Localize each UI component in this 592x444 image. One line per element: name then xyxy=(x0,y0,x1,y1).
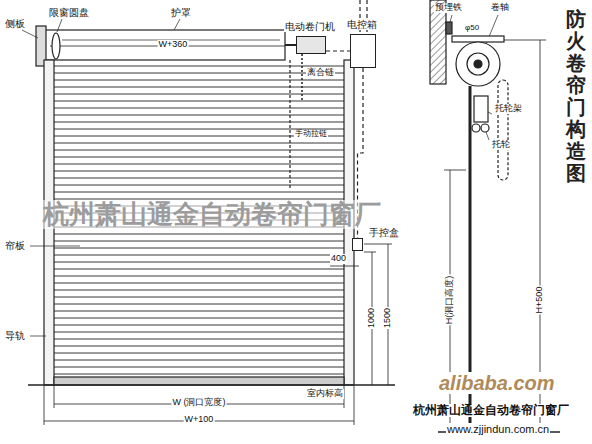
chain-loop xyxy=(498,80,508,180)
dim-tick xyxy=(364,244,392,245)
drum-core xyxy=(467,53,489,75)
slat xyxy=(54,262,344,263)
watermark: 杭州萧山通金自动卷帘门窗厂 xyxy=(42,200,382,229)
part-label: 护罩 xyxy=(170,7,192,18)
slat xyxy=(54,311,344,312)
slat xyxy=(54,283,344,284)
dim-line xyxy=(330,266,359,267)
limit-disc xyxy=(52,33,60,59)
slat xyxy=(54,171,344,172)
slat xyxy=(54,122,344,123)
motor-box: 电动卷门机 xyxy=(296,36,326,54)
slat xyxy=(54,367,344,368)
control-box: 电控箱 xyxy=(350,34,376,68)
part-label: 室内标高 xyxy=(306,389,344,399)
slat xyxy=(54,234,344,235)
roller xyxy=(472,124,480,132)
part-label: 1000 xyxy=(367,307,377,329)
manual-chain xyxy=(289,60,290,190)
slat xyxy=(54,80,344,81)
part-label: 限窗圆盘 xyxy=(48,7,90,18)
dim-tick xyxy=(44,386,45,425)
part-label: H(洞口高度) xyxy=(445,275,455,326)
part-label: W+100 xyxy=(184,415,215,425)
part-label: W+360 xyxy=(158,40,189,50)
part-label: 1500 xyxy=(383,307,393,329)
dim-tick xyxy=(364,252,376,253)
watermark: www.zjjindun.com.cn xyxy=(446,423,550,435)
slat xyxy=(54,73,344,74)
slat xyxy=(54,346,344,347)
control-box: 手控盒 xyxy=(352,238,363,251)
side-view xyxy=(430,0,560,432)
bracket-plate xyxy=(452,36,504,42)
part-label: H+500 xyxy=(535,286,545,315)
slat xyxy=(54,339,344,340)
slat xyxy=(54,143,344,144)
slat xyxy=(54,374,344,375)
embedded-iron xyxy=(446,22,452,34)
part-label: W (洞口宽度) xyxy=(172,398,227,408)
part-label: 托轮 xyxy=(491,140,511,150)
part-label: 预埋铁 xyxy=(434,3,463,13)
part-label: 托轮架 xyxy=(494,104,523,114)
node-label: 电控箱 xyxy=(346,19,378,30)
axle xyxy=(474,60,482,68)
slat xyxy=(54,192,344,193)
part-label: φ50 xyxy=(464,24,480,33)
part-label: 手动拉链 xyxy=(294,130,328,139)
slat xyxy=(54,108,344,109)
slat xyxy=(54,87,344,88)
slat xyxy=(54,157,344,158)
floor-line xyxy=(28,384,395,386)
slat xyxy=(54,66,344,67)
slat xyxy=(54,178,344,179)
slat xyxy=(54,290,344,291)
slat xyxy=(54,332,344,333)
slat xyxy=(54,297,344,298)
part-label: 帘板 xyxy=(4,240,26,251)
slat xyxy=(54,150,344,151)
clutch-chain xyxy=(301,54,303,100)
slat xyxy=(54,248,344,249)
leader-lines xyxy=(22,15,498,336)
dim-tick xyxy=(444,170,466,171)
slat xyxy=(54,318,344,319)
node-label: 电动卷门机 xyxy=(284,21,336,32)
slat xyxy=(54,255,344,256)
slat xyxy=(54,185,344,186)
watermark: alibaba.com xyxy=(438,372,556,394)
slat xyxy=(54,269,344,270)
slat xyxy=(54,276,344,277)
roller xyxy=(481,124,489,132)
part-label: 卷轴 xyxy=(490,3,510,13)
part-label: 400 xyxy=(330,254,347,264)
dim-tick xyxy=(54,386,55,408)
slat xyxy=(54,325,344,326)
part-label: 导轨 xyxy=(4,330,26,341)
watermark: 杭州萧山通金自动卷帘门窗厂 xyxy=(412,404,570,417)
slat xyxy=(54,353,344,354)
part-label: 离合链 xyxy=(306,68,335,78)
wire-connector xyxy=(326,50,350,51)
dim-tick xyxy=(504,40,546,41)
slat xyxy=(54,304,344,305)
bottom-bar xyxy=(54,377,344,385)
part-label: 侧板 xyxy=(4,18,26,29)
roller-bracket xyxy=(474,96,488,122)
slat xyxy=(54,94,344,95)
housing xyxy=(45,30,285,60)
dim-tick xyxy=(354,386,355,425)
slat xyxy=(54,115,344,116)
front-view xyxy=(22,0,498,425)
drum xyxy=(456,42,500,86)
motor-shaft xyxy=(285,44,296,46)
slat xyxy=(54,101,344,102)
node-label: 手控盒 xyxy=(368,227,400,238)
slat xyxy=(54,241,344,242)
drawing-title: 防火卷帘门构造图 xyxy=(566,8,586,184)
slat xyxy=(54,360,344,361)
slat xyxy=(54,164,344,165)
